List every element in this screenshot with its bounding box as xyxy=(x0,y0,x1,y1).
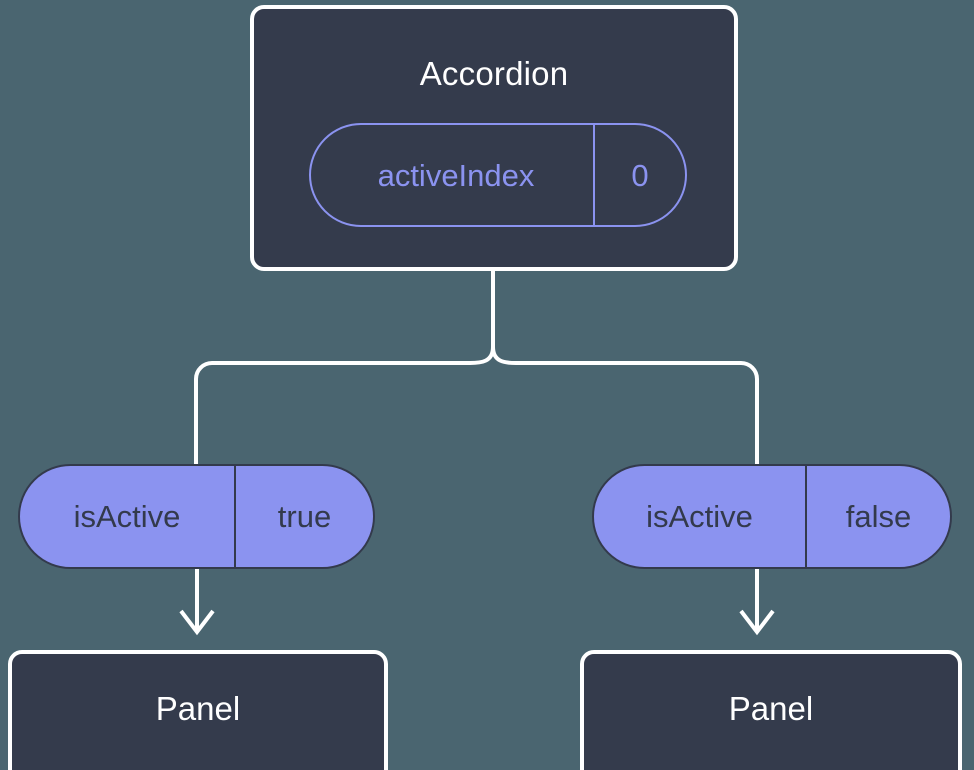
panel-label-right: Panel xyxy=(728,690,814,727)
accordion-node[interactable]: Accordion activeIndex 0 xyxy=(250,5,738,271)
prop-key-is-active-right: isActive xyxy=(646,499,753,534)
active-index-value: 0 xyxy=(593,125,685,225)
fork-right-branch xyxy=(491,346,759,464)
active-index-key: activeIndex xyxy=(377,157,535,193)
accordion-title: Accordion xyxy=(419,55,569,92)
prop-badge-is-active-true: isActive true xyxy=(18,464,375,569)
fork-left-branch xyxy=(194,346,495,464)
prop-value-false: false xyxy=(805,466,950,567)
active-index-badge: activeIndex 0 xyxy=(309,123,687,227)
panel-node-right[interactable]: Panel xyxy=(580,650,962,770)
prop-value-true: true xyxy=(234,466,373,567)
arrow-right-head xyxy=(739,609,775,636)
panel-node-left[interactable]: Panel xyxy=(8,650,388,770)
panel-label-left: Panel xyxy=(155,690,241,727)
prop-badge-is-active-false: isActive false xyxy=(592,464,952,569)
arrow-left-head xyxy=(179,609,215,636)
prop-key-is-active-left: isActive xyxy=(73,499,181,534)
